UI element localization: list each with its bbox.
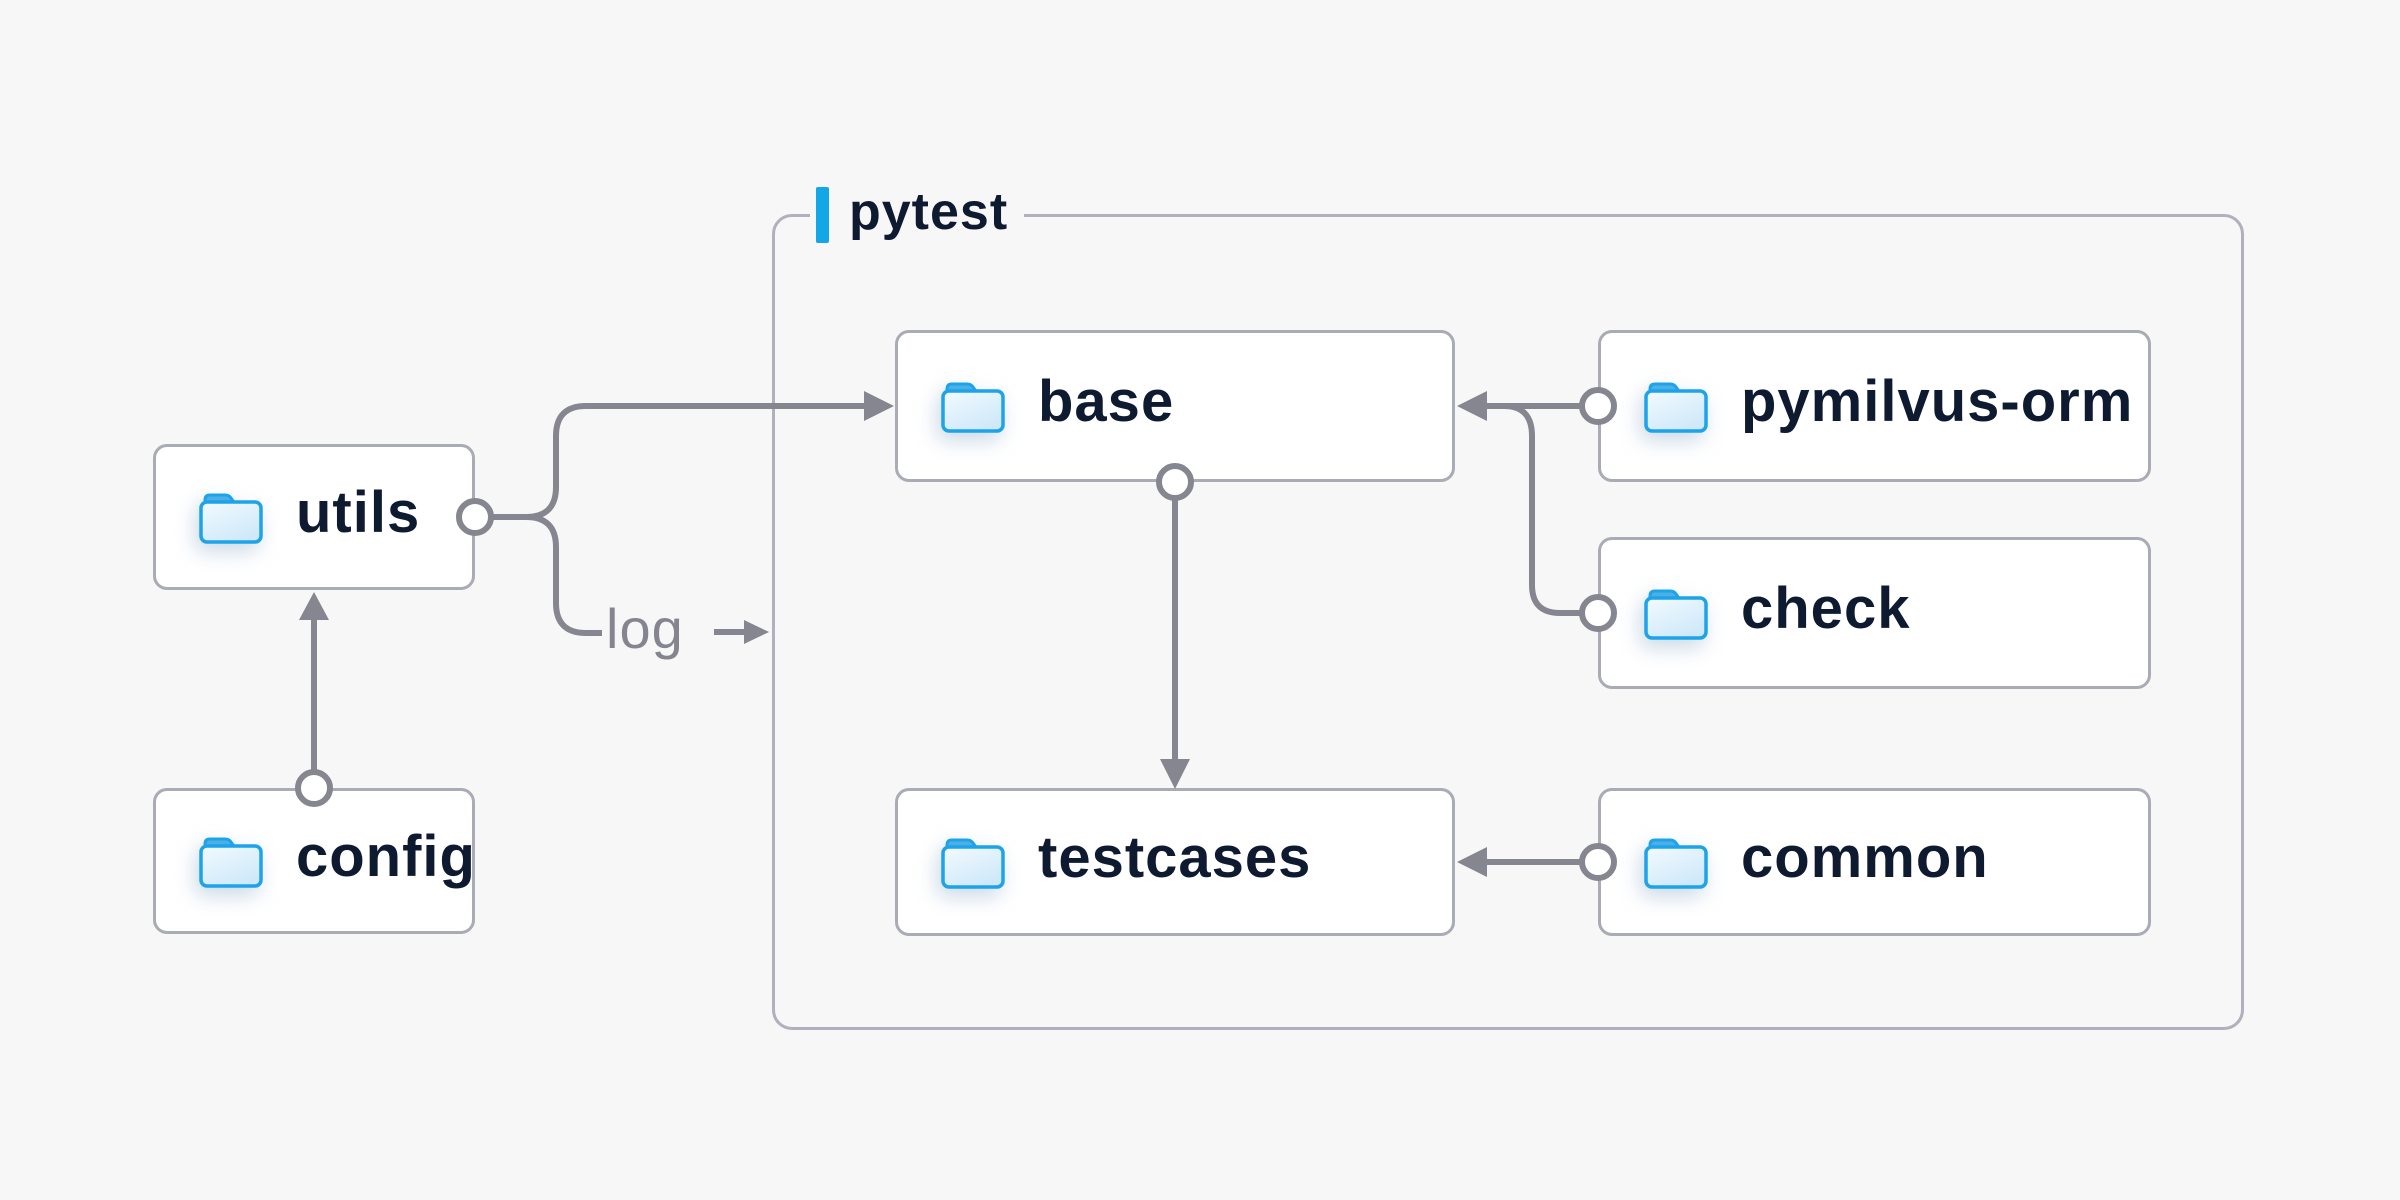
pytest-group-label-text: pytest [849, 183, 1009, 241]
pytest-group-label: pytest [810, 183, 1025, 246]
node-base: base [895, 330, 1455, 482]
pytest-group-box [772, 214, 2244, 1030]
folder-icon [199, 837, 263, 888]
edge-label-log: log [606, 597, 684, 660]
edge-utils-log [491, 514, 602, 636]
node-common: common [1598, 788, 2151, 936]
node-pymilvus-orm-label: pymilvus-orm [1741, 369, 2134, 434]
node-pymilvus-orm: pymilvus-orm [1598, 330, 2151, 482]
folder-icon [1644, 589, 1708, 640]
folder-icon [941, 838, 1005, 889]
arrowhead-log [744, 620, 769, 644]
folder-icon [1644, 382, 1708, 433]
node-config: config [153, 788, 475, 934]
node-config-label: config [296, 824, 476, 889]
node-check: check [1598, 537, 2151, 689]
node-check-label: check [1741, 576, 1911, 641]
node-common-label: common [1741, 825, 1989, 890]
folder-icon [941, 382, 1005, 433]
node-utils: utils [153, 444, 475, 590]
arrowhead-into-utils [299, 592, 329, 620]
node-testcases-label: testcases [1038, 825, 1312, 890]
node-testcases: testcases [895, 788, 1455, 936]
folder-icon [1644, 838, 1708, 889]
node-utils-label: utils [296, 480, 421, 545]
folder-icon [199, 493, 263, 544]
node-base-label: base [1038, 369, 1175, 434]
accent-bar-icon [816, 187, 829, 243]
